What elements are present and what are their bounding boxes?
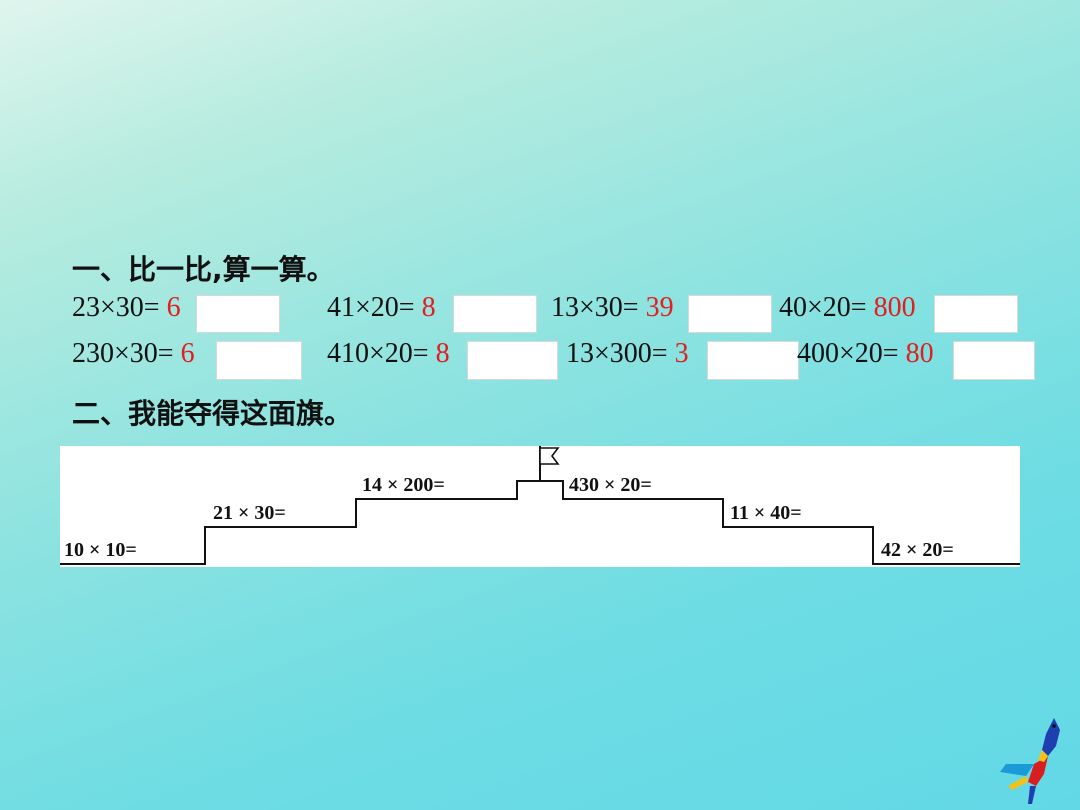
- equation-answer: 80: [905, 338, 934, 369]
- equation: 23×30= 6: [72, 292, 181, 324]
- staircase-lines: [60, 446, 1020, 565]
- answer-cover-box[interactable]: [953, 341, 1035, 380]
- equation: 410×20= 8: [327, 338, 450, 370]
- equation-question: 230×30=: [72, 338, 174, 369]
- answer-cover-box[interactable]: [934, 295, 1018, 333]
- equation: 13×300= 3: [566, 338, 689, 370]
- equation: 13×30= 39: [551, 292, 674, 324]
- equation-question: 41×20=: [327, 292, 415, 323]
- equation-answer: 8: [421, 292, 436, 323]
- equation-answer: 6: [180, 338, 195, 369]
- equation: 230×30= 6: [72, 338, 195, 370]
- equation-answer: 3: [674, 338, 689, 369]
- answer-cover-box[interactable]: [467, 341, 558, 380]
- equation-answer: 39: [645, 292, 674, 323]
- section2-title: 二、我能夺得这面旗。: [72, 397, 353, 430]
- equation: 400×20= 80: [797, 338, 934, 370]
- step-label: 11 × 40=: [730, 502, 802, 524]
- parrot-icon: [1000, 718, 1060, 804]
- step-label: 14 × 200=: [362, 474, 445, 496]
- answer-cover-box[interactable]: [216, 341, 302, 380]
- flag-icon: [539, 447, 560, 465]
- equation-question: 40×20=: [779, 292, 867, 323]
- step-label: 430 × 20=: [569, 474, 652, 496]
- equation-answer: 8: [435, 338, 450, 369]
- step-label: 10 × 10=: [64, 539, 137, 561]
- equation-question: 13×30=: [551, 292, 639, 323]
- equation-answer: 6: [166, 292, 181, 323]
- step-label: 42 × 20=: [881, 539, 954, 561]
- equation: 40×20= 800: [779, 292, 916, 324]
- answer-cover-box[interactable]: [688, 295, 772, 333]
- equation-question: 23×30=: [72, 292, 160, 323]
- equation: 41×20= 8: [327, 292, 436, 324]
- equation-question: 400×20=: [797, 338, 899, 369]
- section1-title: 一、比一比,算一算。: [72, 253, 335, 286]
- equation-answer: 800: [873, 292, 916, 323]
- answer-cover-box[interactable]: [453, 295, 537, 333]
- step-label: 21 × 30=: [213, 502, 286, 524]
- answer-cover-box[interactable]: [707, 341, 799, 380]
- equation-question: 410×20=: [327, 338, 429, 369]
- staircase-figure: 10 × 10= 21 × 30= 14 × 200= 430 × 20= 11…: [60, 446, 1020, 567]
- answer-cover-box[interactable]: [196, 295, 280, 333]
- equation-question: 13×300=: [566, 338, 668, 369]
